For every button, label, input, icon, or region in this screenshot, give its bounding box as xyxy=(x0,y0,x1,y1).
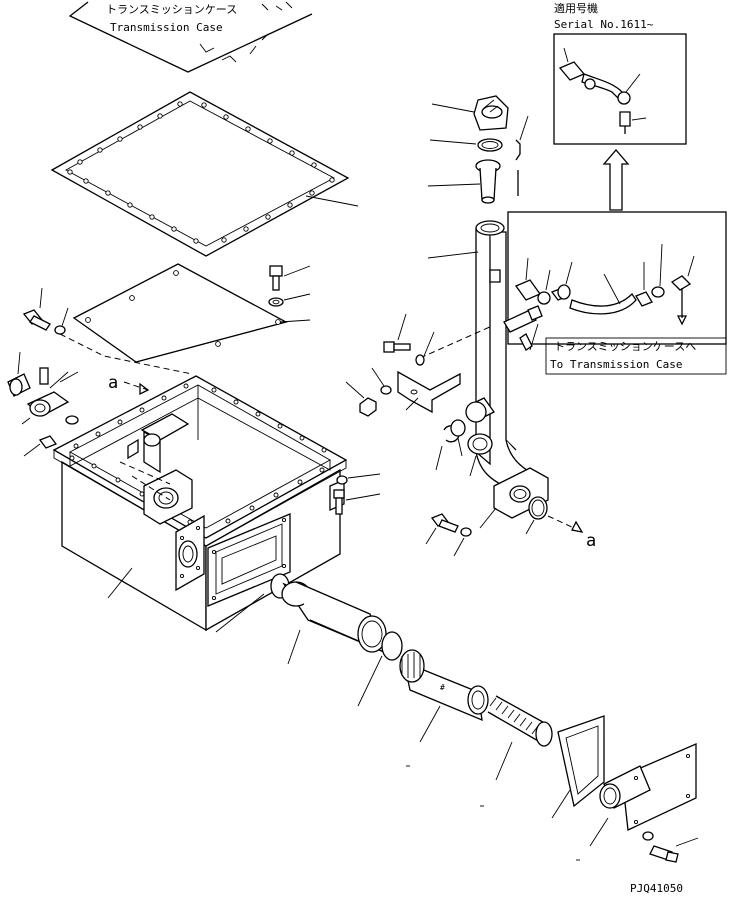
strainer-gasket xyxy=(551,715,605,819)
oil-pan xyxy=(52,375,348,632)
cover-bolt xyxy=(269,265,311,291)
flange-bolt xyxy=(425,513,459,545)
filler-tube xyxy=(427,220,539,487)
flange-o-ring xyxy=(525,496,548,535)
upper-gasket xyxy=(50,91,359,257)
gasket-bolt-holes xyxy=(67,101,335,244)
hose-assembly xyxy=(515,243,695,326)
cover-washer-lower xyxy=(642,831,654,841)
cover-bolt-lower xyxy=(649,837,699,863)
cover-plate xyxy=(72,263,311,363)
cover-washer xyxy=(268,293,311,307)
tube-bracket xyxy=(397,370,461,414)
transmission-case-outline xyxy=(68,1,313,73)
drawing-code: PJQ41050 xyxy=(630,882,683,895)
hose-assembly-box xyxy=(507,211,727,345)
upgrade-arrow xyxy=(602,149,630,211)
o-ring-small xyxy=(65,415,79,425)
pan-bolt xyxy=(333,489,381,515)
left-washer xyxy=(54,307,69,335)
svg-text:#: # xyxy=(440,683,445,692)
drain-flange-elbow xyxy=(21,391,70,425)
flange-washer xyxy=(453,527,472,557)
filler-cap xyxy=(431,95,509,131)
filler-o-ring xyxy=(429,138,503,152)
strainer-element: # xyxy=(399,649,489,743)
pan-rim-bolt-holes xyxy=(69,383,327,525)
plug-small xyxy=(23,435,58,457)
strainer-o-ring-right xyxy=(357,631,403,707)
serial-number-label: Serial No.1611~ xyxy=(554,18,654,31)
serial-applicable-label-jp: 適用号機 xyxy=(554,1,598,15)
bracket-nut xyxy=(345,381,377,417)
serial-variant-fittings xyxy=(558,47,647,134)
to-transmission-case-label-en: To Transmission Case xyxy=(550,358,682,371)
bracket-lock-washer xyxy=(371,367,392,395)
bushing-small xyxy=(450,419,466,457)
pin xyxy=(39,367,69,389)
bracket-bolt xyxy=(383,313,411,353)
tube-grommet-lower xyxy=(467,433,493,477)
tube-grommet-upper xyxy=(465,397,495,423)
reference-a-left: a xyxy=(108,373,118,393)
transmission-case-label-jp: トランスミッションケース xyxy=(106,3,237,16)
tube-elbow-fitting xyxy=(503,305,543,351)
pan-washer xyxy=(336,473,381,485)
reference-a-right: a xyxy=(586,531,596,551)
serial-variant-box xyxy=(553,33,687,145)
left-bolt xyxy=(22,287,51,331)
filler-strainer xyxy=(427,159,501,204)
strainer-case xyxy=(281,581,387,665)
transmission-case-label-en: Transmission Case xyxy=(110,21,223,34)
strainer-cover xyxy=(589,743,697,847)
to-transmission-case-label-jp: トランスミッションケースへ xyxy=(554,340,696,353)
dipstick xyxy=(515,115,529,196)
strainer-spring xyxy=(487,695,553,781)
bracket-washer xyxy=(415,331,435,366)
drain-plug-large xyxy=(7,351,31,397)
